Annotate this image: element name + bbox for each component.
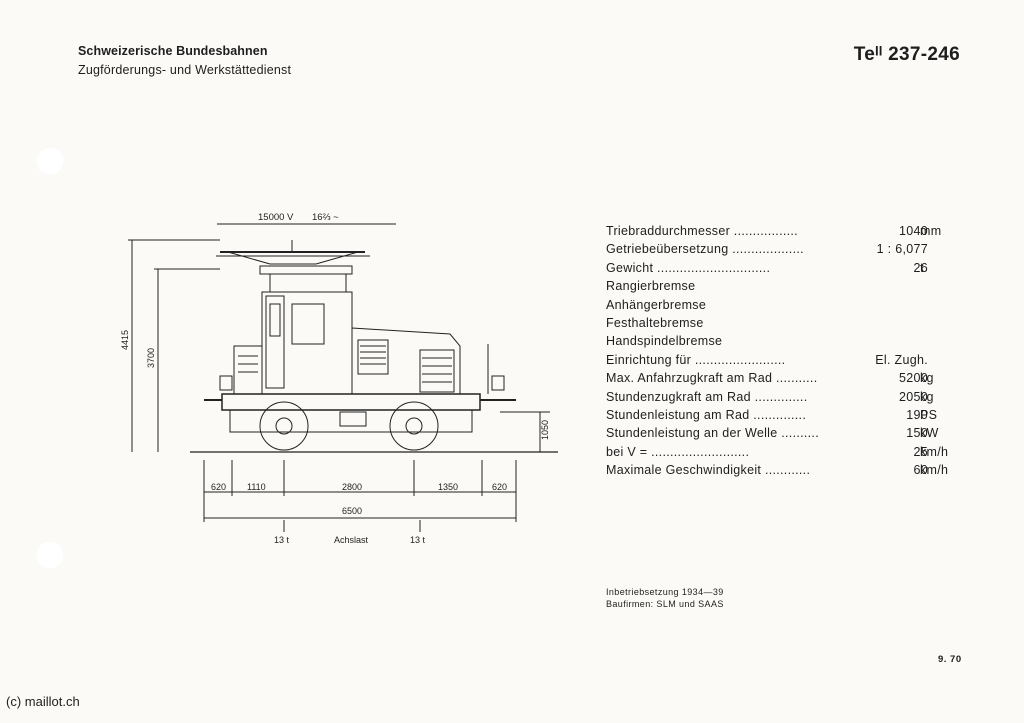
locomotive-class-code: Teᴵᴵ 237-246 bbox=[853, 44, 960, 65]
spec-value: 2050 bbox=[898, 389, 928, 404]
spec-table: Triebraddurchmesser ................. 104… bbox=[606, 222, 948, 479]
spec-label: Rangierbremse bbox=[606, 279, 696, 294]
spec-row: Anhängerbremse bbox=[606, 296, 912, 314]
spec-unit: kg bbox=[920, 371, 934, 386]
dim-total-height: 4415 bbox=[120, 330, 130, 350]
punch-hole-bottom bbox=[36, 541, 64, 569]
dim-length: 6500 bbox=[342, 506, 362, 516]
dim-620-left: 620 bbox=[211, 482, 226, 492]
department-name: Zugförderungs- und Werkstättedienst bbox=[78, 63, 292, 77]
spec-value: 26 bbox=[913, 260, 928, 275]
spec-value: 150 bbox=[906, 426, 928, 441]
spec-row: Gewicht .............................. 26… bbox=[606, 259, 928, 277]
spec-row: Stundenzugkraft am Rad .............. 205… bbox=[606, 388, 934, 406]
organization-name: Schweizerische Bundesbahnen bbox=[78, 44, 268, 58]
spec-label: Festhaltebremse bbox=[606, 315, 704, 330]
spec-value: 190 bbox=[906, 407, 928, 422]
spec-label: Handspindelbremse bbox=[606, 334, 723, 349]
header: Schweizerische Bundesbahnen Zugförderung… bbox=[78, 44, 291, 77]
spec-value: 60 bbox=[913, 463, 928, 478]
spec-row: Stundenleistung am Rad .............. 190… bbox=[606, 406, 937, 424]
spec-label: Einrichtung für ........................ bbox=[606, 352, 786, 367]
spec-label: Stundenleistung am Rad .............. bbox=[606, 407, 807, 422]
locomotive-diagram: 15000 V 16⅔ ~ 4415 3700 1050 620 1110 28… bbox=[120, 212, 558, 545]
dim-1350: 1350 bbox=[438, 482, 458, 492]
spec-value: 1040 bbox=[898, 224, 928, 238]
spec-label: Getriebeübersetzung ................... bbox=[606, 242, 804, 257]
voltage-label: 15000 V bbox=[258, 212, 294, 223]
spec-row: Einrichtung für ........................… bbox=[606, 351, 928, 369]
spec-label: Stundenleistung an der Welle .......... bbox=[606, 426, 819, 441]
spec-label: Anhängerbremse bbox=[606, 297, 707, 312]
axle-load-label: Achslast bbox=[334, 535, 369, 545]
spec-unit: mm bbox=[920, 224, 942, 238]
axle-load-right: 13 t bbox=[410, 535, 426, 545]
spec-row: Festhaltebremse bbox=[606, 314, 912, 332]
spec-value: El. Zugh. bbox=[875, 352, 928, 367]
spec-row: Max. Anfahrzugkraft am Rad ........... 52… bbox=[606, 369, 934, 387]
dim-2800: 2800 bbox=[342, 482, 362, 492]
dim-cab-height: 3700 bbox=[146, 348, 156, 368]
spec-row: Handspindelbremse bbox=[606, 332, 912, 350]
spec-label: Gewicht .............................. bbox=[606, 260, 771, 275]
spec-label: Maximale Geschwindigkeit ............ bbox=[606, 463, 811, 478]
copyright-notice: (c) maillot.ch bbox=[6, 694, 80, 709]
spec-unit: kg bbox=[920, 389, 934, 404]
spec-label: Triebraddurchmesser ................. bbox=[606, 224, 798, 238]
commissioning-years: Inbetriebsetzung 1934—39 bbox=[606, 587, 724, 597]
dim-buffer-height: 1050 bbox=[540, 420, 550, 440]
spec-unit: t bbox=[920, 260, 924, 275]
spec-row: Triebraddurchmesser ................. 104… bbox=[606, 222, 941, 240]
spec-row: Getriebeübersetzung ................... 1… bbox=[606, 240, 928, 258]
dim-1110: 1110 bbox=[247, 482, 266, 492]
spec-value: 25 bbox=[913, 444, 928, 459]
spec-row: Stundenleistung an der Welle .......... 1… bbox=[606, 424, 938, 442]
spec-unit: km/h bbox=[920, 444, 949, 459]
spec-value: 5200 bbox=[898, 371, 928, 386]
manufacturers: Baufirmen: SLM und SAAS bbox=[606, 599, 724, 609]
spec-label: Max. Anfahrzugkraft am Rad ........... bbox=[606, 371, 818, 386]
frequency-label: 16⅔ ~ bbox=[312, 212, 339, 223]
spec-value: 1 : 6,077 bbox=[876, 242, 928, 257]
spec-unit: kW bbox=[920, 426, 939, 441]
spec-unit: km/h bbox=[920, 463, 949, 478]
dim-620-right: 620 bbox=[492, 482, 507, 492]
spec-label: Stundenzugkraft am Rad .............. bbox=[606, 389, 808, 404]
spec-unit: PS bbox=[920, 407, 938, 422]
punch-hole-top bbox=[36, 147, 64, 175]
axle-load-left: 13 t bbox=[274, 535, 290, 545]
spec-row: Rangierbremse bbox=[606, 277, 912, 295]
commissioning-note: Inbetriebsetzung 1934—39 Baufirmen: SLM … bbox=[606, 586, 724, 610]
spec-label: bei V = .......................... bbox=[606, 444, 750, 459]
edition-date: 9. 70 bbox=[938, 654, 962, 665]
